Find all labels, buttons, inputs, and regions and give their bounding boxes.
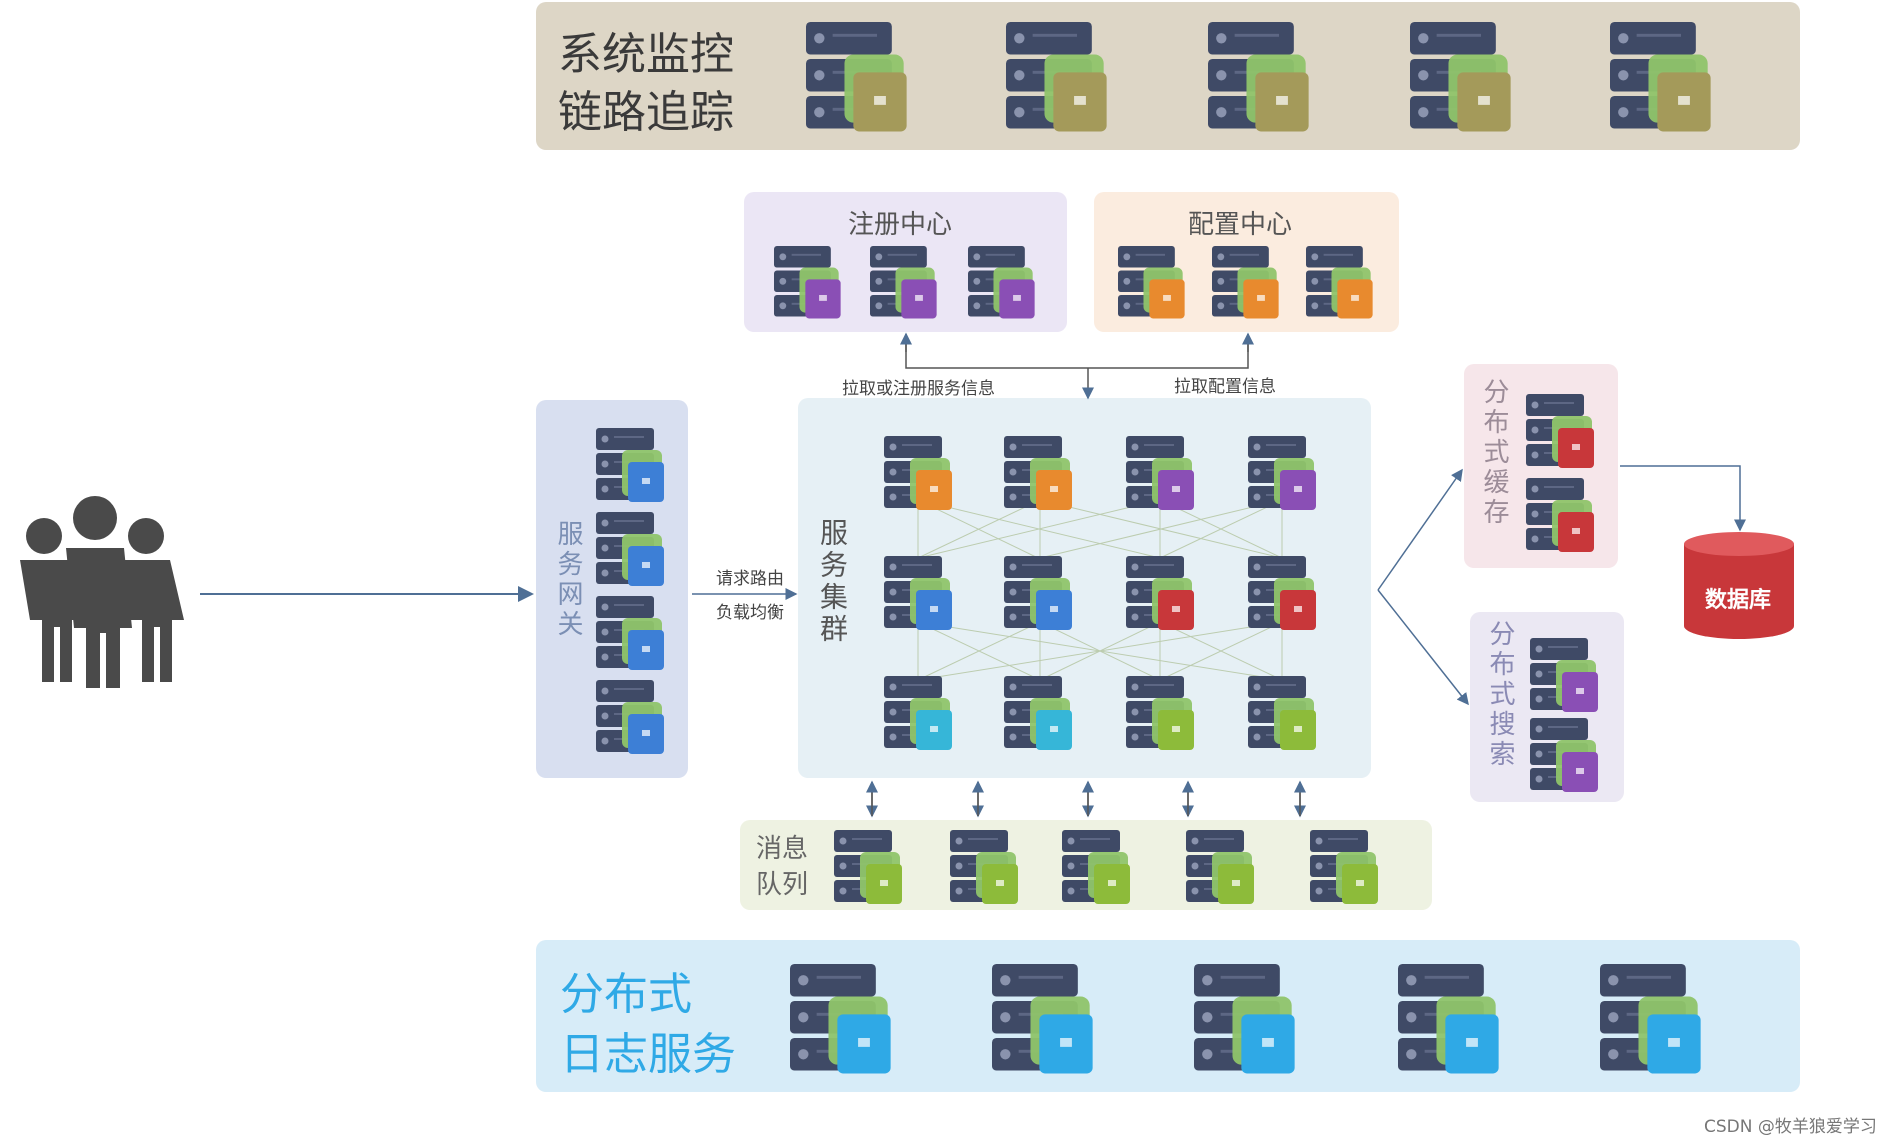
registry-title: 注册中心	[848, 210, 953, 240]
cluster-server-icon	[1248, 436, 1316, 510]
logging-server-icon	[790, 964, 891, 1074]
cluster-server-icon	[1004, 676, 1072, 750]
label-pull-config: 拉取配置信息	[1174, 377, 1276, 397]
mq-server-icon	[1186, 830, 1254, 904]
logging-panel	[536, 940, 1800, 1092]
monitor-server-icon	[1006, 22, 1107, 132]
cluster-server-icon	[884, 436, 952, 510]
gateway-title: 服务网关	[553, 520, 583, 640]
registry-server-icon	[774, 246, 841, 319]
cluster-server-icon	[884, 676, 952, 750]
gateway-server-icon	[596, 596, 664, 670]
cluster-server-icon	[1126, 676, 1194, 750]
logging-server-icon	[1194, 964, 1295, 1074]
cluster-server-icon	[1126, 556, 1194, 630]
cluster-server-icon	[1248, 676, 1316, 750]
config-title: 配置中心	[1188, 210, 1293, 240]
cluster-server-icon	[1248, 556, 1316, 630]
cluster-server-icon	[1004, 436, 1072, 510]
monitoring-title-line2: 链路追踪	[558, 87, 734, 138]
logging-title-line2: 日志服务	[560, 1029, 736, 1080]
cluster-server-icon	[1004, 556, 1072, 630]
config-server-icon	[1212, 246, 1279, 319]
logging-title-line1: 分布式	[560, 969, 692, 1020]
label-balance: 负载均衡	[716, 603, 784, 623]
registry-server-icon	[870, 246, 937, 319]
search-server-icon	[1530, 718, 1598, 792]
search-server-icon	[1530, 638, 1598, 712]
cache-server-icon	[1526, 394, 1594, 468]
mq-title-line2: 队列	[756, 870, 809, 900]
config-server-icon	[1306, 246, 1373, 319]
search-title: 分布式搜索	[1485, 620, 1515, 770]
monitor-server-icon	[1208, 22, 1309, 132]
cluster-server-icon	[1126, 436, 1194, 510]
logging-server-icon	[1398, 964, 1499, 1074]
mq-title-line1: 消息	[756, 834, 809, 864]
mq-server-icon	[1310, 830, 1378, 904]
label-route: 请求路由	[716, 569, 784, 589]
database-icon	[1684, 532, 1794, 639]
monitor-server-icon	[1610, 22, 1711, 132]
gateway-server-icon	[596, 512, 664, 586]
gateway-server-icon	[596, 428, 664, 502]
monitoring-panel	[536, 2, 1800, 150]
database-label: 数据库	[1705, 588, 1772, 613]
config-server-icon	[1118, 246, 1185, 319]
mq-server-icon	[950, 830, 1018, 904]
mq-server-icon	[834, 830, 902, 904]
monitor-server-icon	[806, 22, 907, 132]
logging-server-icon	[1600, 964, 1701, 1074]
label-pull-register: 拉取或注册服务信息	[842, 379, 995, 399]
registry-server-icon	[968, 246, 1035, 319]
logging-server-icon	[992, 964, 1093, 1074]
mq-server-icon	[1062, 830, 1130, 904]
cache-server-icon	[1526, 478, 1594, 552]
cache-title: 分布式缓存	[1479, 378, 1509, 528]
gateway-server-icon	[596, 680, 664, 754]
users-icon	[20, 496, 184, 688]
watermark: CSDN @牧羊狼爱学习	[1704, 1117, 1877, 1137]
monitoring-title-line1: 系统监控	[558, 29, 734, 80]
cluster-title: 服务集群	[816, 518, 849, 646]
cluster-server-icon	[884, 556, 952, 630]
monitor-server-icon	[1410, 22, 1511, 132]
